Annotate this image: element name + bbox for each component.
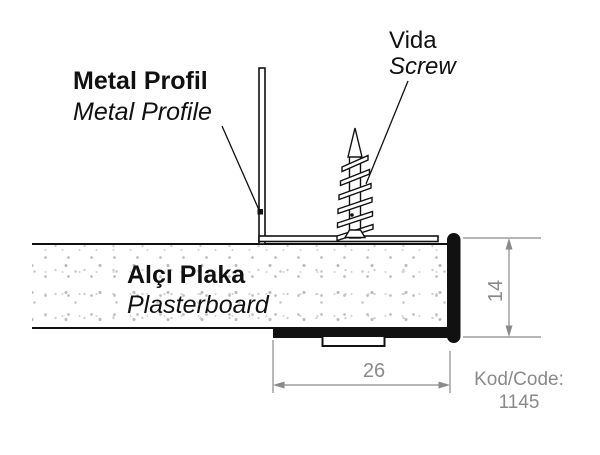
screw-label-en: Screw bbox=[389, 53, 456, 80]
screw-label: Vida Screw bbox=[389, 28, 456, 80]
leader-dot bbox=[257, 209, 263, 215]
product-code-value: 1145 bbox=[498, 392, 540, 413]
dimension-14-lines bbox=[463, 237, 541, 338]
screw-drawing bbox=[336, 127, 374, 242]
plasterboard-label: Alçı Plaka Plasterboard bbox=[127, 260, 269, 320]
screw-leader-line bbox=[365, 80, 409, 185]
metal-profile-label: Metal Profil Metal Profile bbox=[73, 66, 212, 128]
dimension-26-lines bbox=[272, 340, 451, 393]
metal-profile-label-tr: Metal Profil bbox=[73, 67, 208, 95]
plasterboard-band bbox=[32, 243, 448, 329]
metal-profile-label-en: Metal Profile bbox=[73, 98, 212, 126]
plasterboard-label-tr: Alçı Plaka bbox=[127, 261, 246, 289]
edge-trim-drawing bbox=[273, 233, 461, 347]
metal-profile-leader-line bbox=[221, 125, 260, 211]
product-code: Kod/Code: 1145 bbox=[449, 368, 589, 414]
screw-label-tr: Vida bbox=[389, 27, 437, 54]
dimension-26-value: 26 bbox=[362, 359, 386, 382]
plasterboard-label-en: Plasterboard bbox=[127, 291, 269, 319]
product-code-label: Kod/Code: bbox=[474, 369, 564, 390]
dimension-14-value: 14 bbox=[484, 279, 507, 303]
